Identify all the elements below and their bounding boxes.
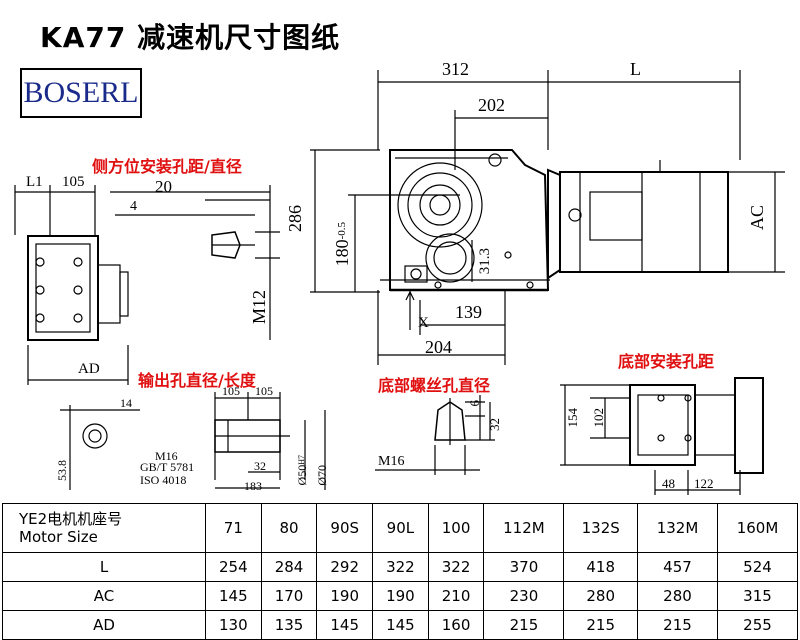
table-cell: 524 [716,552,799,582]
table-cell: 145 [372,610,429,640]
main-gearbox-view [310,70,785,365]
dim-out-70: Ø70 [315,465,329,486]
dim-204: 204 [425,337,452,357]
dim-out-32: 32 [254,459,266,473]
dim-out-183: 183 [244,479,262,493]
table-header-cell: 132M [636,503,718,553]
dim-bottom-M16: M16 [378,454,405,469]
side-hole-detail [110,185,280,340]
table-header-cell: 100 [427,503,485,553]
table-row-AD: AD 130 135 145 145 160 215 215 215 255 [2,610,799,640]
table-cell: 145 [205,581,262,611]
dim-out-M16: M16 [155,449,178,463]
label-output-hole: 输出孔直径/长度 [138,371,256,390]
dim-X: X [418,315,429,331]
table-cell: 215 [636,610,718,640]
table-cell: 160 [427,610,485,640]
brand-logo-text: BOSERL [23,76,139,109]
table-cell: 284 [260,552,318,582]
dim-AD: AD [78,361,100,377]
label-bottom-mount: 底部安装孔距 [618,352,715,371]
dim-180: 180-0.5 [332,222,352,267]
table-cell: 130 [205,610,262,640]
table-cell: 315 [716,581,799,611]
dim-31-3: 31.3 [477,248,493,275]
table-row-label: AC [2,581,206,611]
table-cell: 280 [563,581,638,611]
table-cell: 280 [636,581,718,611]
dim-M12: M12 [249,290,269,325]
table-cell: 215 [563,610,638,640]
table-cell: 418 [563,552,638,582]
table-header-row: YE2电机机座号 Motor Size 71 80 90S 90L 100 11… [2,503,799,553]
table-cell: 254 [205,552,262,582]
table-header-cell: 71 [205,503,262,553]
dim-180-main: 180 [332,239,352,267]
dim-out-50-main: Ø50 [295,464,309,486]
table-row-AC: AC 145 170 190 190 210 230 280 280 315 [2,581,799,611]
table-header-cell: 90S [316,503,374,553]
dim-L: L [630,59,641,79]
table-cell: 370 [483,552,565,582]
dim-mount-154: 154 [565,408,580,428]
table-cell: 190 [316,581,374,611]
table-cell: 292 [316,552,374,582]
table-header-cell: 80 [260,503,318,553]
table-cell: 322 [427,552,485,582]
dim-AC: AC [747,205,767,231]
dim-out-50: Ø50H7 [295,455,309,486]
table-header-line1: YE2电机机座号 [19,510,123,528]
label-side-holes: 侧方位安装孔距/直径 [92,157,242,176]
table-cell: 210 [427,581,485,611]
table-cell: 170 [260,581,318,611]
table-header-cell: 132S [563,503,638,553]
dim-bottom-6: 6 [467,400,482,407]
table-row-label: L [2,552,206,582]
dim-out-50-fit: H7 [297,455,306,465]
bottom-mount-detail [560,377,764,495]
dim-side-105: 105 [62,174,85,190]
page-title: KA77 减速机尺寸图纸 [40,21,341,54]
table-row-label: AD [2,610,206,640]
dim-139: 139 [455,302,482,322]
table-header-cell: 90L [372,503,429,553]
table-cell: 457 [636,552,718,582]
table-cell: 145 [316,610,374,640]
dim-out-105b: 105 [255,384,273,398]
dim-202: 202 [478,95,505,115]
dim-out-gb: GB/T 5781 [140,460,195,474]
dim-mount-102: 102 [591,408,606,428]
dim-4: 4 [130,199,137,214]
dim-mount-122: 122 [694,476,714,491]
dim-53-8: 53.8 [55,460,69,481]
side-view [14,185,129,385]
table-row-L: L 254 284 292 322 322 370 418 457 524 [2,552,799,582]
table-header-line2: Motor Size [19,528,98,546]
table-header-label: YE2电机机座号 Motor Size [2,503,206,553]
dim-out-iso: ISO 4018 [140,473,187,487]
table-header-cell: 160M [716,503,799,553]
dim-14: 14 [120,396,132,410]
brand-logo: BOSERL [20,68,142,118]
table-cell: 322 [372,552,429,582]
dim-L1: L1 [26,174,43,190]
motor-size-table: YE2电机机座号 Motor Size 71 80 90S 90L 100 11… [2,503,799,640]
dim-out-105a: 105 [222,384,240,398]
label-bottom-thread: 底部螺丝孔直径 [378,376,491,395]
bottom-thread-detail [375,395,495,475]
dim-312: 312 [442,59,469,79]
dim-180-tolerance: -0.5 [336,222,348,240]
table-cell: 230 [483,581,565,611]
table-cell: 215 [483,610,565,640]
dim-mount-48: 48 [662,476,675,491]
table-cell: 255 [716,610,799,640]
output-hole-detail [60,392,326,490]
table-cell: 190 [372,581,429,611]
dim-bottom-32: 32 [487,418,502,431]
table-header-cell: 112M [483,503,565,553]
dim-20: 20 [155,177,172,196]
technical-drawing [14,70,785,495]
table-cell: 135 [260,610,318,640]
dim-286: 286 [285,205,305,232]
